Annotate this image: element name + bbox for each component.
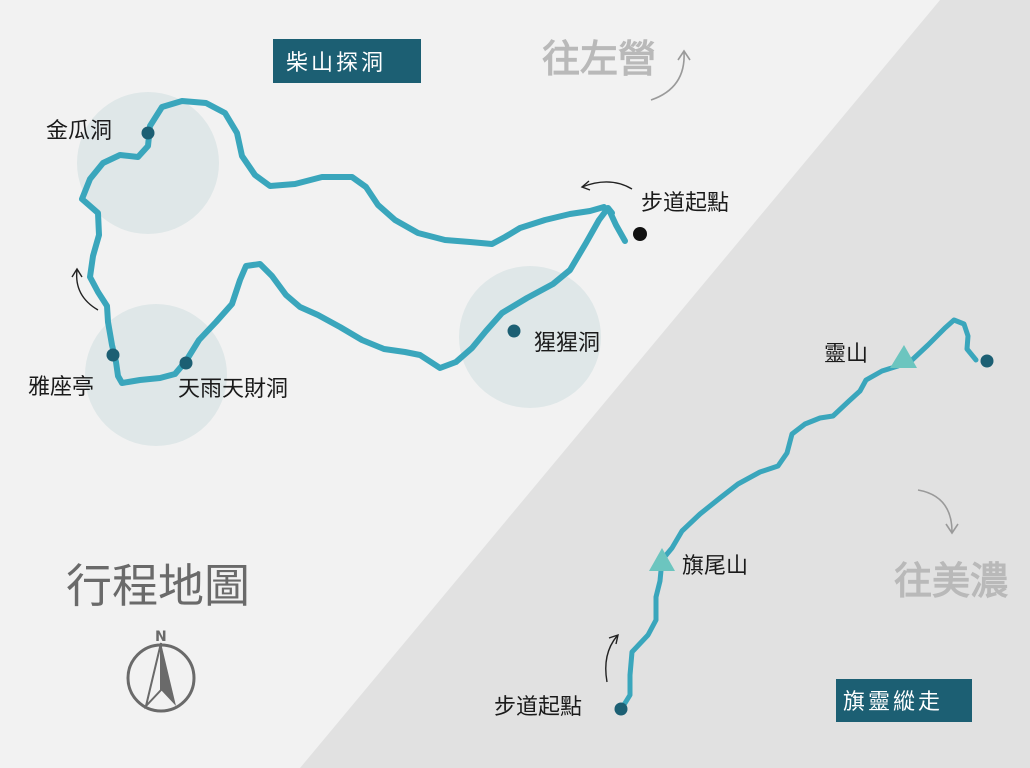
map-title: 行程地圖 (66, 559, 250, 613)
start-label-qiling: 步道起點 (494, 695, 582, 720)
chaishan-trail (79, 98, 628, 386)
poi-dot-tianyu (179, 356, 193, 370)
direction-label-zuoying: 往左營 (542, 36, 656, 81)
direction-label-meinong: 往美濃 (894, 558, 1009, 603)
route-title-chaishan: 柴山探洞 (286, 51, 386, 76)
start-label-chaishan: 步道起點 (641, 191, 729, 216)
curved-arrow-icon (580, 180, 633, 191)
route-title-qiling: 旗靈縱走 (843, 690, 943, 715)
poi-label-xingxing: 猩猩洞 (534, 331, 600, 356)
poi-label-yazuo: 雅座亭 (28, 375, 94, 400)
curved-arrow-icon (71, 267, 99, 311)
qiling-trail (619, 317, 979, 711)
curved-arrow-icon (605, 633, 619, 683)
start-dot-qiling (614, 702, 628, 716)
poi-label-tianyu: 天雨天財洞 (178, 377, 288, 402)
poi-dot-yazuo (106, 348, 120, 362)
peak-marker-qiwei (649, 548, 675, 571)
compass-icon: N (126, 629, 196, 713)
title-box-qiling (836, 679, 972, 722)
background-right (300, 0, 1030, 768)
poi-dot-jingua (141, 126, 155, 140)
compass-north-label: N (155, 629, 167, 645)
poi-dot-xingxing (507, 324, 521, 338)
title-box-chaishan (273, 39, 421, 83)
end-dot-qiling (980, 354, 994, 368)
peak-label-qiwei: 旗尾山 (682, 554, 748, 579)
curved-arrow-icon (917, 489, 959, 535)
peak-label-lingshan: 靈山 (824, 342, 868, 367)
peak-marker-lingshan (890, 345, 917, 368)
start-dot-chaishan (633, 227, 647, 241)
poi-zone-jingua (77, 92, 219, 234)
poi-zone-yazuo (85, 304, 227, 446)
curved-arrow-icon (650, 49, 691, 101)
poi-label-jingua: 金瓜洞 (46, 119, 112, 144)
poi-zone-xingxing (459, 266, 601, 408)
